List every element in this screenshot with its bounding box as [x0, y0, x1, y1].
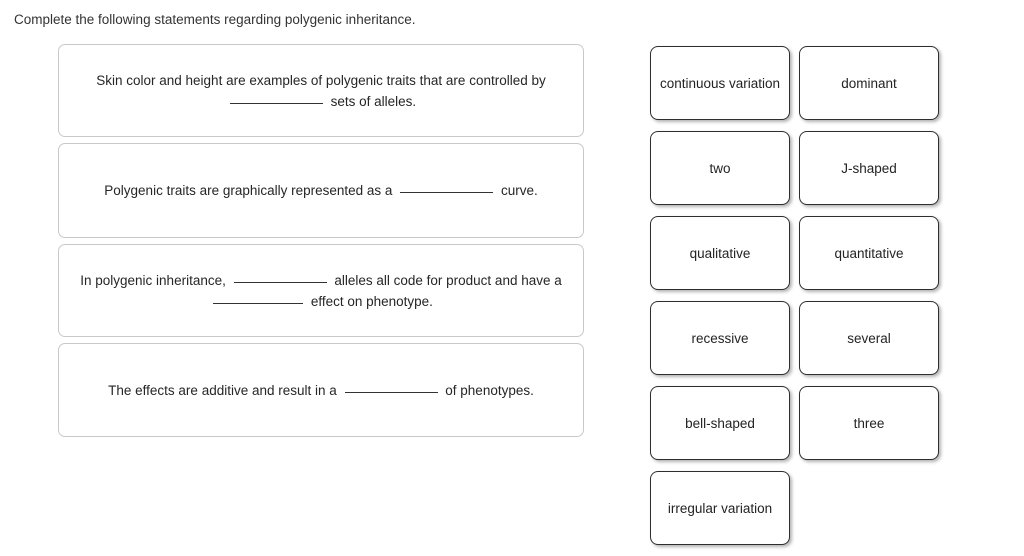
- statement-4-text-b: of phenotypes.: [441, 382, 534, 398]
- answer-tile-dominant[interactable]: dominant: [799, 46, 939, 120]
- statement-3-blank-1[interactable]: [233, 281, 327, 283]
- answer-tile-three[interactable]: three: [799, 386, 939, 460]
- statement-2-text-a: Polygenic traits are graphically represe…: [104, 183, 397, 198]
- answer-tile-row-3: qualitative quantitative: [650, 216, 942, 290]
- answer-tile-irregular-variation[interactable]: irregular variation: [650, 471, 790, 545]
- statement-card-3[interactable]: In polygenic inheritance, alleles all co…: [58, 244, 584, 337]
- statement-4-text-a: The effects are additive and result in a: [108, 382, 341, 398]
- statement-text-1: Skin color and height are examples of po…: [79, 70, 563, 112]
- answer-tile-row-5: bell-shaped three: [650, 386, 942, 460]
- statement-text-3: In polygenic inheritance, alleles all co…: [79, 270, 563, 312]
- answer-tile-bell-shaped[interactable]: bell-shaped: [650, 386, 790, 460]
- answer-tile-two[interactable]: two: [650, 131, 790, 205]
- statement-text-4: The effects are additive and result in a…: [108, 380, 534, 401]
- statement-4-blank-1[interactable]: [344, 391, 438, 393]
- statement-1-text-a: Skin color and height are examples of po…: [96, 72, 546, 88]
- answer-tile-quantitative[interactable]: quantitative: [799, 216, 939, 290]
- statement-2-text-b: curve.: [497, 183, 538, 198]
- statement-3-text-b: alleles all code for product and have a: [330, 272, 562, 288]
- answer-tile-j-shaped[interactable]: J-shaped: [799, 131, 939, 205]
- statement-card-2[interactable]: Polygenic traits are graphically represe…: [58, 143, 584, 238]
- page-title: Complete the following statements regard…: [14, 12, 416, 27]
- statement-text-2: Polygenic traits are graphically represe…: [104, 180, 537, 201]
- answer-tile-empty-slot: [799, 471, 939, 545]
- answer-tile-continuous-variation[interactable]: continuous variation: [650, 46, 790, 120]
- answer-tiles-panel: continuous variation dominant two J-shap…: [650, 46, 942, 556]
- statements-panel: Skin color and height are examples of po…: [58, 44, 584, 443]
- statement-3-text-a: In polygenic inheritance,: [80, 272, 230, 288]
- answer-tile-row-2: two J-shaped: [650, 131, 942, 205]
- statement-3-text-c: effect on phenotype.: [307, 293, 433, 309]
- statement-2-blank-1[interactable]: [400, 192, 494, 193]
- statement-1-blank-1[interactable]: [229, 102, 323, 104]
- statement-3-blank-2[interactable]: [213, 302, 304, 304]
- answer-tile-recessive[interactable]: recessive: [650, 301, 790, 375]
- answer-tile-several[interactable]: several: [799, 301, 939, 375]
- answer-tile-row-1: continuous variation dominant: [650, 46, 942, 120]
- answer-tile-row-4: recessive several: [650, 301, 942, 375]
- statement-card-4[interactable]: The effects are additive and result in a…: [58, 343, 584, 437]
- answer-tile-qualitative[interactable]: qualitative: [650, 216, 790, 290]
- statement-card-1[interactable]: Skin color and height are examples of po…: [58, 44, 584, 137]
- statement-1-text-b: sets of alleles.: [326, 93, 417, 109]
- answer-tile-row-6: irregular variation: [650, 471, 942, 545]
